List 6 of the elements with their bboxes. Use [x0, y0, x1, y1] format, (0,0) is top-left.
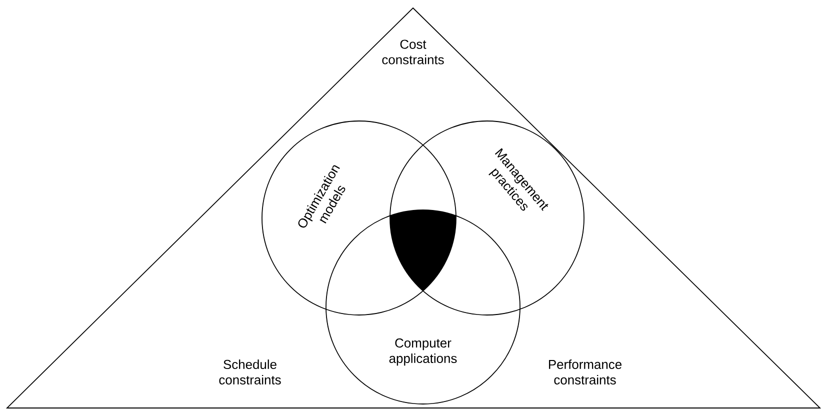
region-label: Schedule constraints: [219, 360, 281, 384]
region-label: Cost constraints: [382, 40, 444, 64]
venn-circle: [262, 120, 456, 316]
circle-label: Computer applications: [389, 338, 457, 366]
venn-circle: [390, 120, 584, 316]
region-label: Performance constraints: [549, 360, 622, 384]
